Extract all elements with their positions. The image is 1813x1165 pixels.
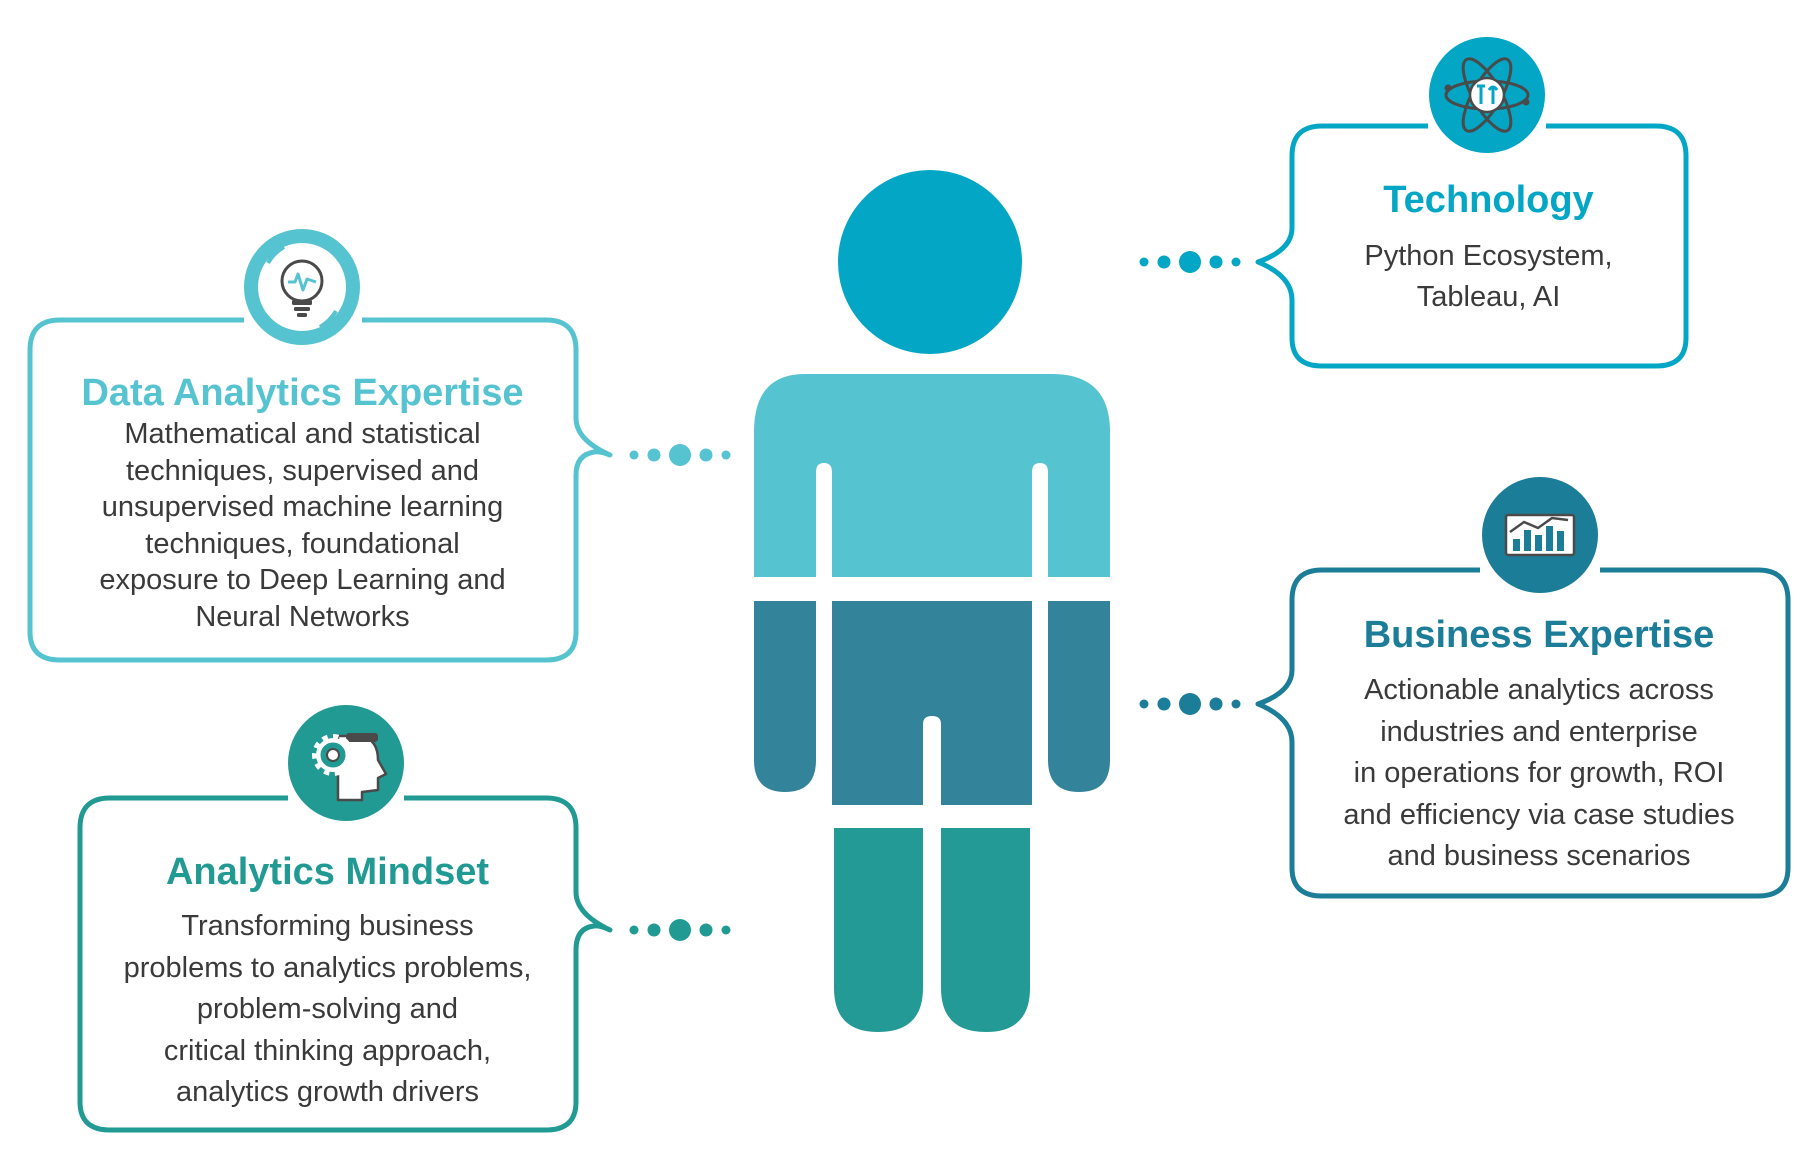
figure-left-leg [834, 828, 923, 1032]
business-expertise-title: Business Expertise [1363, 614, 1715, 656]
business-connector [1139, 693, 1241, 715]
business-expertise-description: Actionable analytics across industries a… [1343, 674, 1735, 872]
technology-connector [1139, 251, 1241, 273]
technology-title: Technology [1383, 179, 1594, 221]
data-analytics-title: Data Analytics Expertise [81, 372, 524, 414]
person-figure [754, 170, 1110, 1032]
analytics-mindset-description: Transforming business problems to analyt… [123, 910, 532, 1108]
lightbulb-icon [244, 229, 360, 345]
data-analytics-description: Mathematical and statistical techniques,… [99, 418, 506, 633]
mindset-connector [629, 919, 731, 941]
figure-head [838, 170, 1022, 354]
mindset-bubble [77, 795, 613, 1133]
business-bubble [1255, 567, 1791, 899]
analytics-mindset-title: Analytics Mindset [165, 851, 490, 893]
data-analytics-connector [629, 444, 731, 466]
atom-tools-icon [1429, 37, 1545, 153]
technology-description: Python Ecosystem, Tableau, AI [1364, 240, 1613, 313]
figure-torso [754, 374, 1110, 577]
figure-right-leg [941, 828, 1030, 1032]
growth-chart-icon [1482, 477, 1598, 593]
technology-bubble [1255, 123, 1689, 369]
figure-left-forearm [754, 601, 816, 792]
figure-right-forearm [1048, 601, 1110, 792]
head-gear-icon [288, 705, 404, 821]
figure-hips [832, 601, 1032, 805]
data-analytics-bubble [27, 317, 613, 663]
